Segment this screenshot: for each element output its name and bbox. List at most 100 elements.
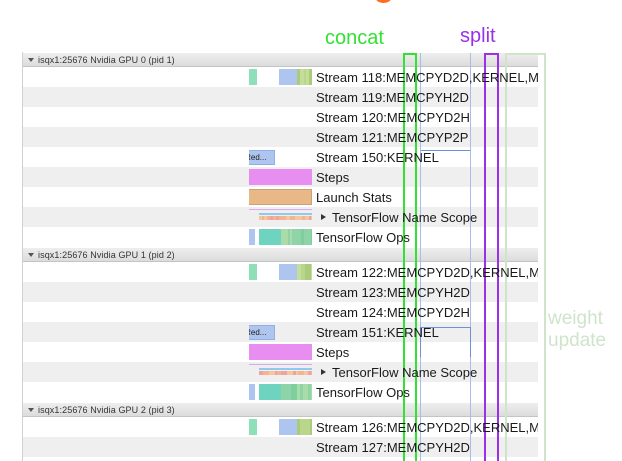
timeline-panel[interactable]: isqx1:25676 Nvidia GPU 0 (pid 1) Stream 1… <box>22 52 538 461</box>
group-header[interactable]: isqx1:25676 Nvidia GPU 1 (pid 2) <box>23 247 538 262</box>
expand-triangle-icon[interactable] <box>321 214 326 220</box>
trace-block <box>259 213 312 215</box>
row-label-text: Stream 123:MEMCPYH2D <box>316 284 470 300</box>
timeline-row[interactable]: Launch Stats for 6Launch Stats <box>23 187 538 207</box>
trace-block <box>277 371 281 375</box>
row-label[interactable]: Stream 123:MEMCPYH2D <box>312 282 538 302</box>
row-label[interactable]: Stream 127:MEMCPYH2D <box>312 437 538 457</box>
chevron-down-icon[interactable] <box>28 252 34 257</box>
trace-block <box>274 371 278 375</box>
trace-block <box>311 216 312 220</box>
row-label[interactable]: Stream 118:MEMCPYD2D,KERNEL,ME <box>312 67 538 87</box>
row-label[interactable]: Stream 120:MEMCPYD2H <box>312 107 538 127</box>
trace-block <box>309 419 312 435</box>
label-gutter-mask <box>23 437 249 457</box>
timeline-row[interactable]: TensorFlow Ops <box>23 382 538 402</box>
trace-block <box>302 216 306 220</box>
orange-marker-icon <box>376 0 391 3</box>
group-header-label: isqx1:25676 Nvidia GPU 1 (pid 2) <box>38 249 175 260</box>
trace-block <box>284 229 288 245</box>
row-label[interactable]: Stream 119:MEMCPYH2D <box>312 87 538 107</box>
row-label[interactable]: Launch Stats <box>312 187 538 207</box>
timeline-row[interactable]: TensorFlow Ops <box>23 227 538 247</box>
trace-block <box>290 216 293 220</box>
trace-block <box>209 209 312 211</box>
trace-block <box>307 371 312 375</box>
trace-block <box>305 216 309 220</box>
row-label[interactable]: Steps <box>312 342 538 362</box>
timeline-row[interactable]: ncclAllRed...Stream 150:KERNEL <box>23 147 538 167</box>
trace-block <box>300 419 303 435</box>
trace-block <box>259 384 281 400</box>
trace-block <box>271 371 275 375</box>
annotation-concat: concat <box>325 27 384 49</box>
label-gutter-mask <box>23 87 249 107</box>
row-label[interactable]: TensorFlow Ops <box>312 227 538 247</box>
trace-block <box>263 216 267 220</box>
trace-block <box>281 384 285 400</box>
label-gutter-mask <box>23 382 249 402</box>
label-gutter-mask <box>23 342 249 362</box>
trace-block <box>311 264 312 280</box>
trace-block <box>304 69 307 85</box>
chevron-down-icon[interactable] <box>28 407 34 412</box>
row-label[interactable]: TensorFlow Name Scope <box>312 207 538 227</box>
timeline-row[interactable]: Stream 127:MEMCPYH2D <box>23 437 538 457</box>
row-label[interactable]: Stream 126:MEMCPYD2D,KERNEL,MI <box>312 417 538 437</box>
trace-block <box>304 229 308 245</box>
trace-block <box>300 264 305 280</box>
trace-block <box>294 216 299 220</box>
row-label[interactable]: Stream 150:KERNEL <box>312 147 538 167</box>
trace-block <box>291 229 295 245</box>
timeline-row[interactable]: TensorFlow Name Scope <box>23 207 538 227</box>
trace-block <box>279 216 283 220</box>
row-label-text: Steps <box>316 344 350 360</box>
trace-block <box>266 216 271 220</box>
row-label[interactable]: TensorFlow Name Scope <box>312 362 538 382</box>
timeline-row[interactable]: Stream 120:MEMCPYD2H <box>23 107 538 127</box>
trace-block <box>308 216 312 220</box>
row-label-text: Steps <box>316 169 350 185</box>
group-header[interactable]: isqx1:25676 Nvidia GPU 0 (pid 1) <box>23 52 538 67</box>
trace-block <box>259 216 262 220</box>
timeline-row[interactable]: ncclAllRed...Stream 151:KERNEL <box>23 322 538 342</box>
trace-block <box>266 371 270 375</box>
row-label[interactable]: Steps <box>312 167 538 187</box>
trace-block <box>291 384 296 400</box>
trace-block <box>308 384 312 400</box>
row-label[interactable]: Stream 124:MEMCPYD2H <box>312 302 538 322</box>
timeline-row[interactable]: Stream 122:MEMCPYD2D,KERNEL,MI <box>23 262 538 282</box>
annotation-weight-update-line1: weight <box>548 308 603 329</box>
timeline-row[interactable]: Stream 123:MEMCPYH2D <box>23 282 538 302</box>
trace-block <box>302 419 307 435</box>
group-header-label: isqx1:25676 Nvidia GPU 0 (pid 1) <box>38 54 175 65</box>
trace-block <box>259 371 263 375</box>
row-label[interactable]: TensorFlow Ops <box>312 382 538 402</box>
timeline-row[interactable]: Stream 118:MEMCPYD2D,KERNEL,ME <box>23 67 538 87</box>
row-label-text: Stream 150:KERNEL <box>316 149 439 165</box>
trace-block <box>288 371 293 375</box>
row-label-text: Stream 118:MEMCPYD2D,KERNEL,ME <box>316 69 538 85</box>
trace-block <box>304 264 309 280</box>
trace-block <box>299 69 302 85</box>
timeline-row[interactable]: 6Steps <box>23 342 538 362</box>
trace-block <box>259 368 312 370</box>
timeline-row[interactable]: TensorFlow Name Scope <box>23 362 538 382</box>
timeline-row[interactable]: Stream 119:MEMCPYH2D <box>23 87 538 107</box>
trace-block <box>289 384 292 400</box>
group-header[interactable]: isqx1:25676 Nvidia GPU 2 (pid 3) <box>23 402 538 417</box>
row-label[interactable]: Stream 121:MEMCPYP2P <box>312 127 538 147</box>
label-gutter-mask <box>23 207 249 227</box>
row-label[interactable]: Stream 122:MEMCPYD2D,KERNEL,MI <box>312 262 538 282</box>
label-gutter-mask <box>23 322 249 342</box>
timeline-row[interactable]: Stream 121:MEMCPYP2P <box>23 127 538 147</box>
label-gutter-mask <box>23 417 249 437</box>
trace-block <box>292 371 296 375</box>
timeline-row[interactable]: Stream 126:MEMCPYD2D,KERNEL,MI <box>23 417 538 437</box>
chevron-down-icon[interactable] <box>28 57 34 62</box>
row-label-text: TensorFlow Ops <box>316 384 410 400</box>
row-label[interactable]: Stream 151:KERNEL <box>312 322 538 342</box>
timeline-row[interactable]: 6Steps <box>23 167 538 187</box>
timeline-row[interactable]: Stream 124:MEMCPYD2H <box>23 302 538 322</box>
expand-triangle-icon[interactable] <box>321 369 326 375</box>
